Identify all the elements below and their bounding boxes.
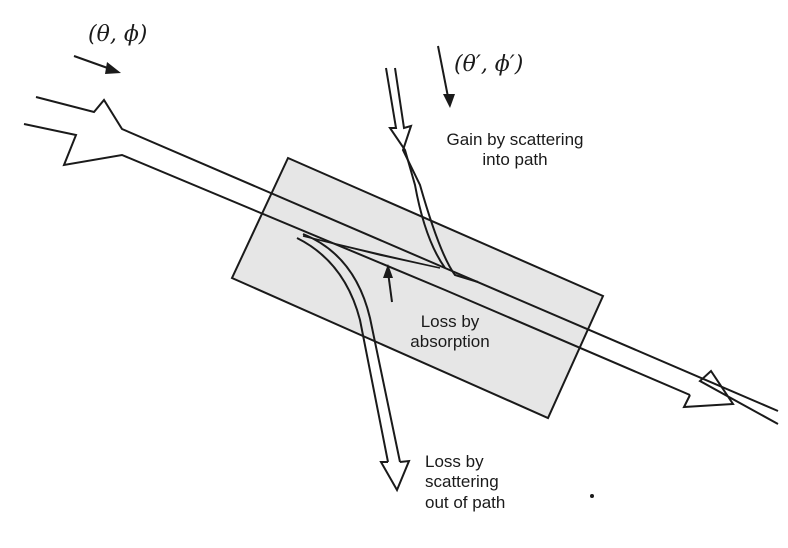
main-beam-lower-line — [23, 123, 691, 396]
scattered-direction-label: (θ′, ϕ′) — [454, 52, 524, 77]
scatter-out-label-line-3: out of path — [425, 492, 506, 512]
scatter-out-right-line — [302, 233, 401, 463]
stray-dot — [590, 494, 594, 498]
scattered-direction-arrow — [437, 45, 455, 108]
incident-direction-label: (θ, ϕ) — [88, 22, 148, 47]
absorption-pointer — [383, 264, 393, 303]
gain-beam-right-line — [394, 67, 479, 283]
loss-by-scattering-out-label: Loss by scattering out of path — [425, 452, 575, 513]
main-beam — [23, 96, 779, 425]
volume-element — [230, 156, 605, 420]
scatter-out-left-line — [296, 237, 389, 463]
incident-direction-arrow — [73, 55, 121, 74]
scatter-out-arrowhead — [379, 459, 411, 493]
scatter-out-label-line-1: Loss by — [425, 452, 484, 471]
main-beam-upper-line — [35, 96, 779, 412]
loss-by-absorption-label: Loss by absorption — [375, 312, 525, 353]
main-beam-exit-arrowhead — [682, 369, 779, 425]
absorption-label-line-2: absorption — [410, 332, 490, 352]
gain-beam-left-line — [385, 67, 446, 269]
gain-label-line-1: Gain by scattering — [446, 130, 584, 149]
gain-by-scattering-label: Gain by scattering into path — [425, 130, 605, 171]
gain-beam — [385, 67, 479, 283]
gain-label-line-2: into path — [482, 150, 548, 170]
absorption-wedge — [302, 235, 441, 269]
absorption-label-line-1: Loss by — [420, 312, 480, 331]
scatter-out-label-line-2: scattering — [425, 472, 499, 492]
scatter-out-beam — [296, 233, 411, 493]
